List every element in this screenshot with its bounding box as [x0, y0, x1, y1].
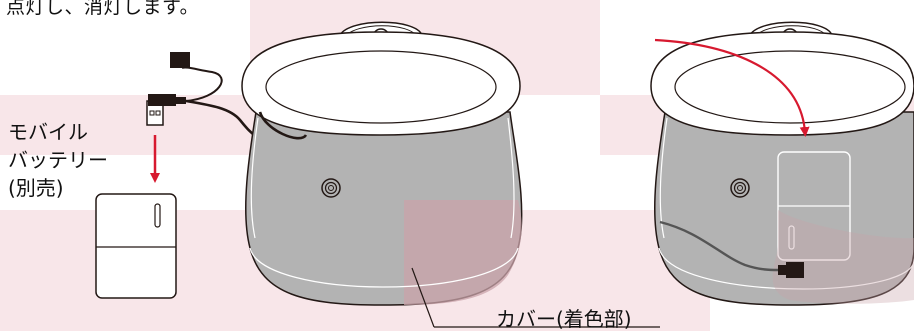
pot-bottom-tint	[404, 200, 522, 305]
battery-label-line1: モバイル	[8, 120, 88, 144]
mobile-battery	[95, 193, 177, 299]
pot-left: ⌒	[241, 21, 523, 306]
pot-right: ⌒	[650, 21, 914, 306]
battery-label-line2: バッテリー	[8, 148, 108, 172]
battery-port-icon	[154, 203, 161, 228]
battery-body	[95, 193, 177, 299]
battery-label-line3: (別売)	[8, 176, 64, 200]
pot-handle	[241, 31, 521, 136]
instruction-caption: 点灯し、消灯します。	[6, 0, 200, 18]
pot-button-icon	[730, 178, 750, 198]
label-leader	[411, 267, 660, 328]
connector-icon	[170, 52, 190, 68]
battery-label: モバイル バッテリー (別売)	[8, 118, 108, 202]
insert-arrow	[654, 38, 810, 137]
pot-button-icon	[321, 178, 341, 198]
cover-label: カバー(着色部)	[496, 307, 632, 331]
usb-cable	[146, 52, 308, 145]
